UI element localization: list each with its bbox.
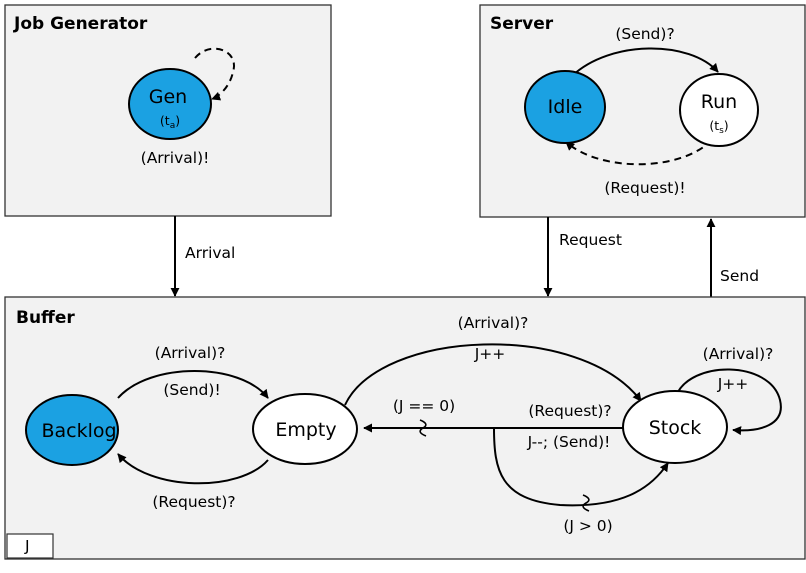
buffer-panel: Buffer J (Arrival)? (Send)! (Request)? (…: [4, 296, 806, 560]
server-request-label: (Request)!: [604, 179, 685, 197]
run-state-param: (ts): [709, 118, 728, 136]
stock-request-guard: (Request)?: [528, 402, 611, 420]
panel-links: Arrival Request Send: [170, 216, 759, 297]
run-state-label: Run: [701, 91, 737, 113]
buffer-variable-label: J: [24, 537, 30, 555]
idle-to-run-edge: [571, 47, 719, 77]
request-link-label: Request: [559, 231, 622, 249]
run-state: [679, 73, 759, 147]
backlog-to-empty-guard: (Arrival)?: [155, 344, 226, 362]
gen-self-loop: [194, 47, 236, 101]
empty-to-stock-action: J++: [474, 345, 506, 363]
empty-branch-squiggle: [419, 419, 427, 437]
backlog-to-empty-action: (Send)!: [163, 381, 220, 399]
server-send-label: (Send)?: [615, 25, 674, 43]
gen-state-label: Gen: [149, 86, 187, 108]
to-empty-condition: (J == 0): [393, 397, 455, 415]
stock-self-guard: (Arrival)?: [703, 345, 774, 363]
send-link-label: Send: [720, 267, 759, 285]
stock-state: [622, 390, 728, 464]
stock-branch-squiggle: [582, 494, 590, 512]
stock-to-stock-branch-edge: [493, 427, 669, 507]
run-to-idle-edge: [565, 139, 713, 166]
server-panel: Server (Send)? Idle Run (ts) (Request)!: [479, 4, 806, 218]
idle-state: [524, 70, 606, 144]
empty-to-backlog-edge: [117, 453, 269, 485]
stock-self-loop: [675, 368, 782, 436]
stock-self-action: J++: [717, 375, 749, 393]
empty-state: [252, 393, 358, 465]
to-stock-condition: (J > 0): [563, 517, 612, 535]
stock-state-label: Stock: [649, 417, 702, 439]
backlog-to-empty-edge: [117, 370, 269, 399]
gen-state: [128, 68, 212, 140]
buffer-title: Buffer: [16, 308, 75, 328]
empty-state-label: Empty: [275, 419, 336, 441]
idle-state-label: Idle: [548, 96, 583, 118]
empty-to-backlog-label: (Request)?: [152, 493, 235, 511]
gen-state-param: (ta): [160, 113, 180, 131]
job-generator-title: Job Generator: [13, 14, 148, 34]
stock-request-action: J--; (Send)!: [527, 433, 611, 451]
arrival-output-label: (Arrival)!: [141, 149, 210, 167]
server-title: Server: [490, 14, 554, 34]
job-generator-panel: Job Generator Gen (ta) (Arrival)!: [4, 4, 332, 217]
empty-to-stock-edge: [344, 343, 642, 406]
arrival-link-label: Arrival: [185, 244, 235, 262]
empty-to-stock-guard: (Arrival)?: [458, 314, 529, 332]
backlog-state: [25, 394, 119, 466]
backlog-state-label: Backlog: [41, 420, 116, 442]
buffer-variable-box: [6, 533, 54, 559]
